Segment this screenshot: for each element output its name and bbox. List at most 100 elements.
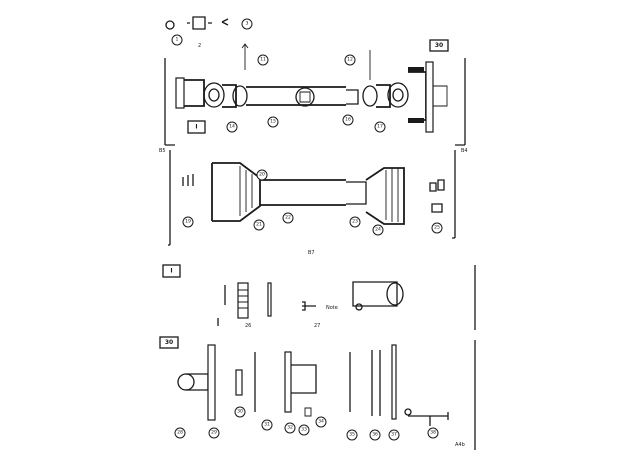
callouts: 1 3 11 12 14 15 16 17 19 20 21 22 23 24 … [171,18,443,441]
bolt [408,412,449,426]
callout-34: 34 [315,416,327,428]
callout-35: 35 [346,429,358,441]
yoke-detail [352,281,398,307]
detail-i: I [162,264,476,330]
callout-1: 1 [171,34,183,46]
callout-3: 3 [241,18,253,30]
assembly-bracket [164,58,466,146]
svg-text:I: I [170,268,172,275]
joint-symbol [187,16,212,30]
svg-text:31: 31 [264,422,270,428]
svg-text:38: 38 [430,430,436,436]
callout-23: 23 [349,216,361,228]
callout-28: 28 [174,427,186,439]
dim-arrow [241,43,249,70]
hub-body [291,364,317,394]
tube [246,86,346,106]
shaft-assembly: 30 I [164,39,466,146]
hub-plate [284,351,292,413]
label-center-code: B7 [308,250,315,256]
svg-text:14: 14 [229,124,235,130]
svg-text:28: 28 [177,430,183,436]
label-section-right: B4 [461,148,468,154]
callout-31: 31 [261,419,273,431]
yoke-eye [177,373,195,391]
svg-text:17: 17 [377,124,383,130]
svg-text:23: 23 [352,219,358,225]
flange-plate [207,344,216,421]
callout-26: 26 [245,323,251,329]
box-i: I [187,120,206,134]
left-marks [182,174,194,186]
left-cross [222,84,237,108]
right-parts [429,179,445,192]
svg-text:16: 16 [345,117,351,123]
pin [302,301,316,311]
callout-33: 33 [298,424,310,436]
svg-text:32: 32 [287,425,293,431]
svg-text:30: 30 [435,42,443,49]
svg-text:12: 12 [347,57,353,63]
callout-17: 17 [374,121,386,133]
svg-text:37: 37 [391,432,397,438]
svg-text:11: 11 [260,57,266,63]
spring-pack [237,282,249,319]
callout-38: 38 [427,427,439,439]
svg-text:33: 33 [301,427,307,433]
header-symbols [165,16,252,30]
flange [425,61,434,133]
right-cone [365,167,405,225]
callout-12: 12 [344,54,356,66]
ring-disc [267,282,272,317]
detail-30: 30 [159,336,476,450]
svg-text:35: 35 [349,432,355,438]
callout-19: 19 [182,216,194,228]
svg-text:I: I [195,124,197,131]
callout-30: 30 [234,406,246,418]
callout-15: 15 [267,116,279,128]
callout-36: 36 [369,429,381,441]
svg-text:25: 25 [434,225,440,231]
svg-text:19: 19 [185,219,191,225]
section-bracket [168,150,456,246]
callout-25: 25 [431,222,443,234]
svg-text:34: 34 [318,419,324,425]
drawing-ref: A4b [455,442,465,448]
box-30-detail: 30 [159,336,179,349]
right-cross [376,84,391,108]
label-note: Note [326,305,338,311]
profile-section [295,87,315,107]
svg-text:30: 30 [165,339,173,346]
ring-symbol [165,20,175,30]
svg-text:30: 30 [237,409,243,415]
labels: 2 B5 B4 B7 26 27 Note A4b [159,43,468,448]
svg-text:1: 1 [176,37,179,43]
left-cone [211,162,261,222]
section-view [164,141,466,246]
callout-27: 27 [314,323,320,329]
callout-14: 14 [226,121,238,133]
callout-20: 20 [256,169,268,181]
svg-text:29: 29 [211,430,217,436]
callout-11: 11 [257,54,269,66]
callout-29: 29 [208,427,220,439]
section-tube [260,179,346,206]
callout-21: 21 [253,219,265,231]
svg-text:3: 3 [246,21,249,27]
svg-text:20: 20 [259,172,265,178]
spacer [235,369,243,396]
callout-32: 32 [284,422,296,434]
svg-text:21: 21 [256,222,262,228]
svg-text:24: 24 [375,227,381,233]
svg-text:36: 36 [372,432,378,438]
box-30: 30 [429,39,449,52]
callout-16: 16 [342,114,354,126]
svg-text:15: 15 [270,119,276,125]
callout-22: 22 [282,212,294,224]
callout-37: 37 [388,429,400,441]
label-two: 2 [198,43,201,49]
label-section-left: B5 [159,148,166,154]
box-i-detail: I [162,264,181,278]
arrow-symbol [221,18,229,26]
